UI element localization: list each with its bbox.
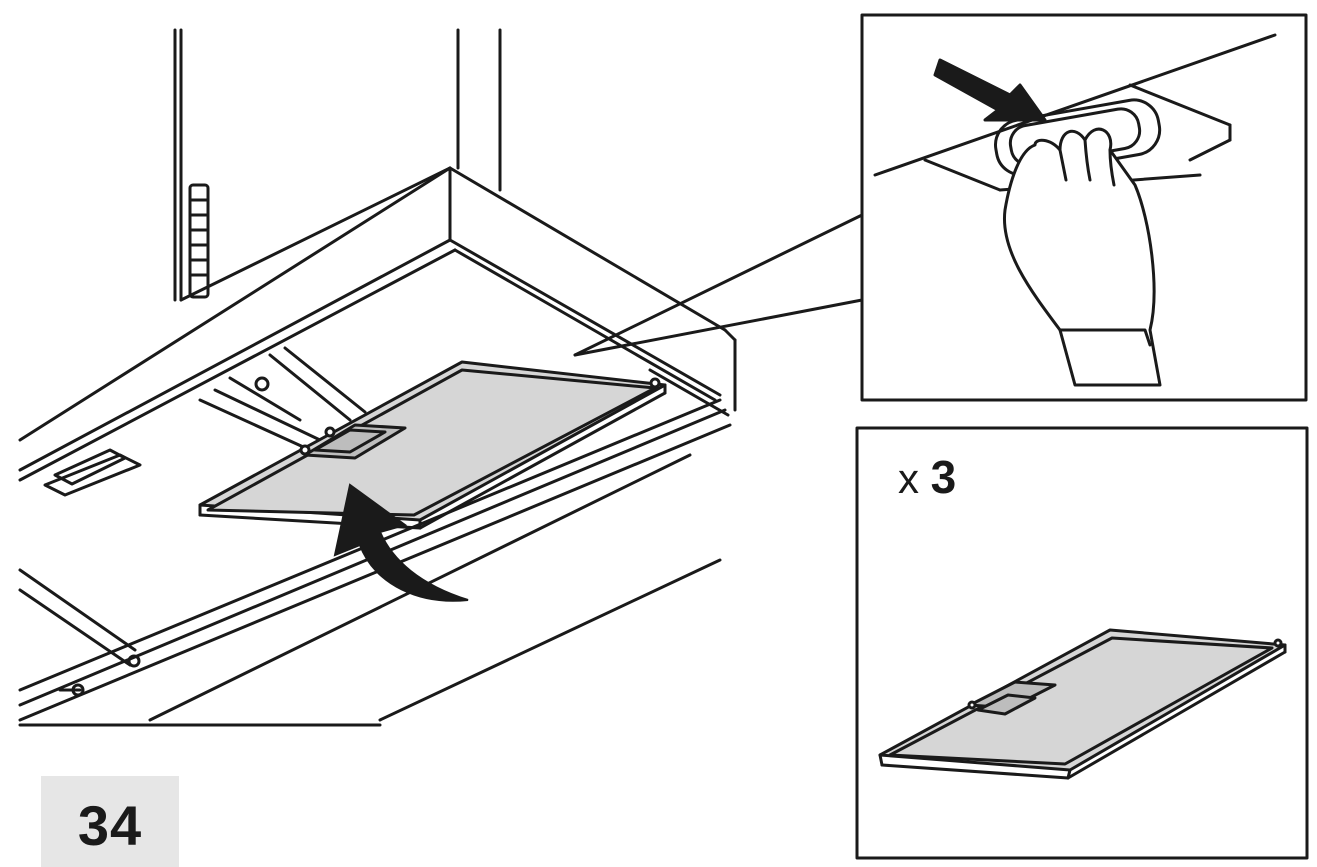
grease-filter-main [198, 360, 667, 530]
step-number: 34 [77, 794, 143, 857]
step-badge: 34 [41, 776, 179, 867]
range-hood [18, 166, 737, 727]
curved-arrow-icon [333, 483, 469, 602]
quantity-prefix: x [898, 455, 919, 502]
quantity-label: x 3 [898, 450, 956, 504]
leader-line-top [573, 213, 864, 357]
detail-hand-latch [873, 33, 1277, 387]
detail-inset-frame [860, 13, 1308, 402]
leader-line-bottom [573, 298, 864, 357]
quantity-count: 3 [930, 451, 957, 503]
wall-cabinet [173, 28, 502, 302]
push-arrow-icon [933, 58, 1047, 122]
quantity-inset-frame [855, 426, 1309, 860]
grease-filter-spare [878, 628, 1287, 780]
